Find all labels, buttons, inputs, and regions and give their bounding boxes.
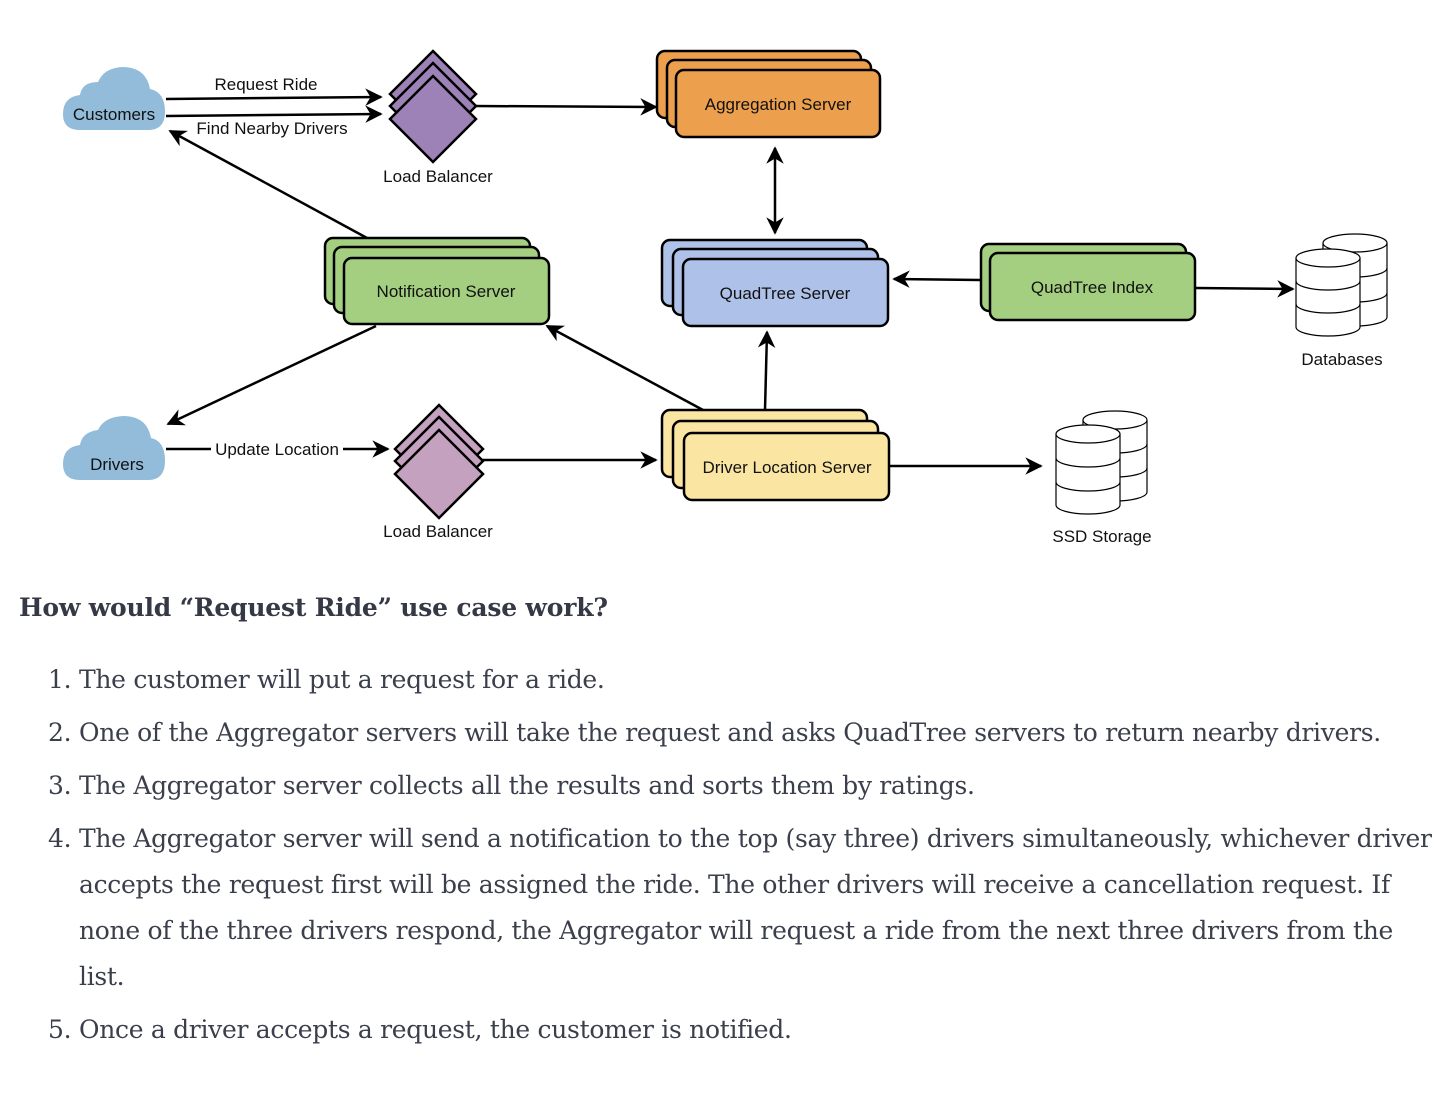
edge-label-find-nearby-drivers: Find Nearby Drivers bbox=[196, 119, 347, 138]
cloud-icon bbox=[63, 67, 165, 130]
step-number: 3. bbox=[48, 771, 72, 800]
load-balancer-diamond bbox=[388, 74, 478, 164]
step-number: 4. bbox=[48, 824, 72, 853]
quadtree-server[interactable] bbox=[660, 238, 890, 328]
load-balancer-bottom[interactable] bbox=[393, 403, 485, 520]
edge-index-to-quadtree bbox=[892, 270, 981, 288]
quadtree-server-label: QuadTree Server bbox=[720, 284, 851, 303]
steps-list: 1.The customer will put a request for a … bbox=[0, 657, 1437, 1060]
drivers-cloud[interactable]: Drivers bbox=[63, 416, 165, 480]
section-heading: How would “Request Ride” use case work? bbox=[19, 593, 608, 622]
customers-label: Customers bbox=[73, 105, 155, 124]
edge-notification-to-drivers bbox=[166, 324, 377, 426]
drivers-label: Drivers bbox=[90, 455, 144, 474]
quadtree-index-label: QuadTree Index bbox=[1031, 278, 1154, 297]
load-balancer-top[interactable] bbox=[388, 49, 478, 164]
driver-location-server[interactable] bbox=[660, 408, 891, 502]
step-number: 5. bbox=[48, 1015, 72, 1044]
step-text: The customer will put a request for a ri… bbox=[79, 665, 605, 694]
step-number: 2. bbox=[48, 718, 72, 747]
list-item: 1.The customer will put a request for a … bbox=[0, 657, 1437, 703]
notification-server-label: Notification Server bbox=[377, 282, 516, 301]
step-text: The Aggregator server collects all the r… bbox=[79, 771, 975, 800]
list-item: 2.One of the Aggregator servers will tak… bbox=[0, 710, 1437, 756]
load-balancer-diamond bbox=[393, 428, 485, 520]
notification-server[interactable] bbox=[323, 236, 551, 326]
quadtree-index[interactable] bbox=[979, 242, 1197, 322]
cloud-icon bbox=[63, 416, 165, 480]
edge-lb-to-aggregation bbox=[473, 98, 658, 116]
edge-driverloc-to-quadtree bbox=[757, 330, 776, 411]
customers-cloud[interactable]: Customers bbox=[63, 67, 165, 130]
databases-icon[interactable] bbox=[1295, 233, 1388, 337]
list-item: 3.The Aggregator server collects all the… bbox=[0, 763, 1437, 809]
ssd-storage-label: SSD Storage bbox=[1052, 527, 1151, 546]
edge-driverloc-to-notification bbox=[545, 324, 704, 412]
edge-notification-to-customers bbox=[168, 129, 368, 240]
step-text: The Aggregator server will send a notifi… bbox=[79, 824, 1432, 991]
aggregation-server-label: Aggregation Server bbox=[705, 95, 852, 114]
edges bbox=[165, 88, 1295, 475]
list-item: 5.Once a driver accepts a request, the c… bbox=[0, 1007, 1437, 1053]
edge-find-nearby-drivers bbox=[165, 105, 383, 123]
step-text: Once a driver accepts a request, the cus… bbox=[79, 1015, 792, 1044]
databases-label: Databases bbox=[1301, 350, 1382, 369]
aggregation-server[interactable] bbox=[655, 49, 882, 139]
step-text: One of the Aggregator servers will take … bbox=[79, 718, 1381, 747]
edge-label-update-location: Update Location bbox=[215, 440, 339, 459]
step-number: 1. bbox=[48, 665, 72, 694]
edge-label-request-ride: Request Ride bbox=[214, 75, 317, 94]
load-balancer-bottom-label: Load Balancer bbox=[383, 522, 493, 541]
list-item: 4.The Aggregator server will send a noti… bbox=[0, 816, 1437, 1000]
edge-index-to-databases bbox=[1195, 280, 1295, 298]
load-balancer-top-label: Load Balancer bbox=[383, 167, 493, 186]
driver-location-server-label: Driver Location Server bbox=[702, 458, 871, 477]
ssd-storage-icon[interactable] bbox=[1055, 410, 1148, 515]
edge-request-ride bbox=[165, 88, 383, 106]
system-architecture-diagram: Request Ride Find Nearby Drivers Update … bbox=[63, 49, 1388, 546]
